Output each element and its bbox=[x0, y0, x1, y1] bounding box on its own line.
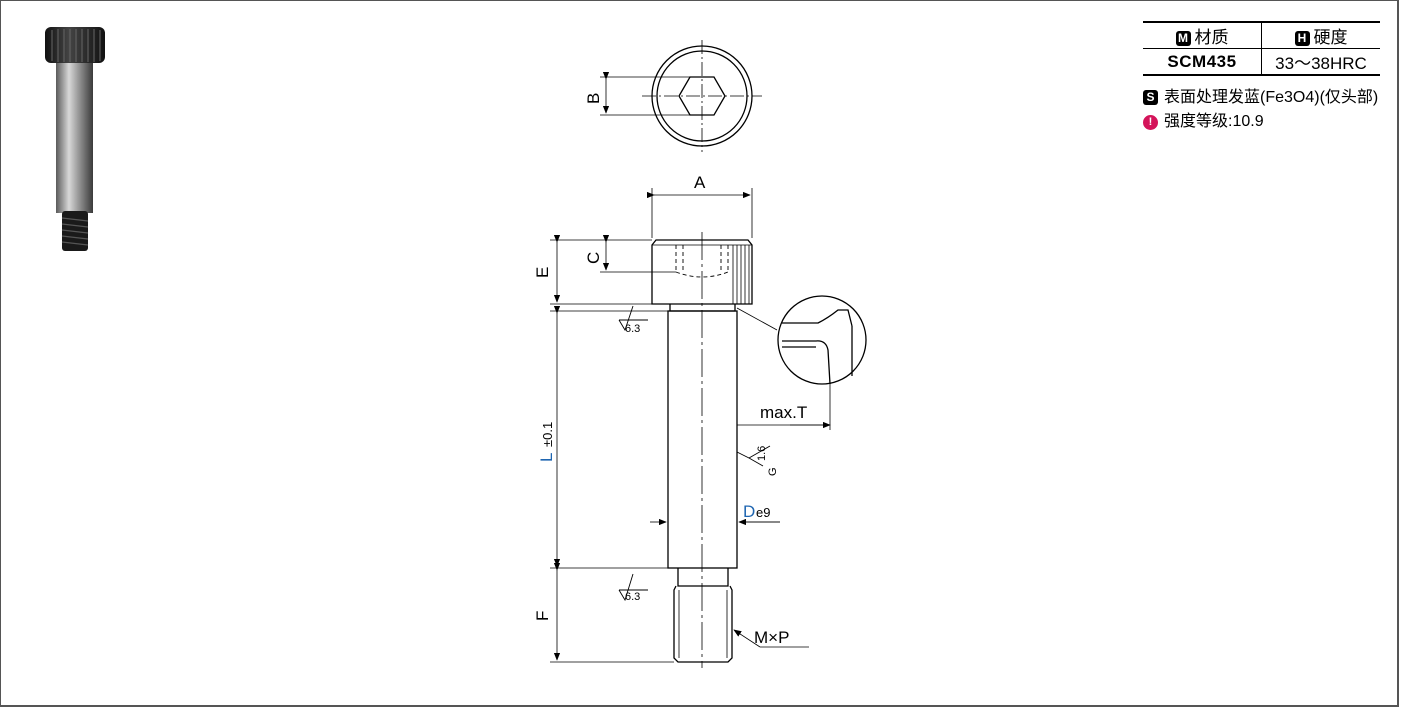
dim-f-label: F bbox=[533, 611, 552, 621]
surface-treatment-note: S 表面处理发蓝(Fe3O4)(仅头部) bbox=[1143, 83, 1378, 107]
dim-l-tolerance: ±0.1 bbox=[540, 422, 555, 447]
surface-finish-6-3-bottom: 6.3 bbox=[625, 591, 640, 603]
dim-max-t-label: max.T bbox=[760, 403, 807, 422]
strength-info-icon: ! bbox=[1143, 115, 1158, 130]
dim-a-label: A bbox=[694, 173, 706, 192]
dim-thread-label: M×P bbox=[754, 628, 789, 647]
dim-l-label: L bbox=[537, 453, 556, 462]
strength-grade-note: ! 强度等级:10.9 bbox=[1143, 107, 1264, 131]
dim-b-label: B bbox=[584, 93, 603, 104]
strength-grade-text: 强度等级:10.9 bbox=[1164, 113, 1264, 130]
surface-treatment-text: 表面处理发蓝(Fe3O4)(仅头部) bbox=[1164, 89, 1379, 106]
surface-finish-1-6: 1.6 bbox=[756, 446, 768, 461]
product-photo bbox=[45, 27, 105, 251]
surface-finish-6-3-top: 6.3 bbox=[625, 323, 640, 335]
side-view bbox=[651, 232, 753, 668]
dim-c-label: C bbox=[584, 252, 603, 264]
hardness-header-text: 硬度 bbox=[1313, 28, 1348, 47]
hardness-value: 33～38HRC bbox=[1261, 48, 1380, 76]
surface-finish-grade: G bbox=[767, 467, 779, 476]
dim-d-tolerance: e9 bbox=[756, 505, 770, 520]
surface-treatment-icon: S bbox=[1143, 90, 1158, 105]
hardness-icon: H bbox=[1294, 31, 1310, 46]
material-header-text: 材质 bbox=[1194, 28, 1229, 47]
dim-d-label: D bbox=[743, 502, 755, 521]
top-view bbox=[600, 40, 762, 152]
surface-finish-symbols bbox=[618, 305, 771, 602]
dim-e-label: E bbox=[533, 267, 552, 278]
dimension-lines bbox=[550, 188, 831, 663]
material-icon: M bbox=[1175, 31, 1191, 46]
material-value: SCM435 bbox=[1143, 48, 1262, 76]
undercut-detail bbox=[777, 295, 867, 385]
